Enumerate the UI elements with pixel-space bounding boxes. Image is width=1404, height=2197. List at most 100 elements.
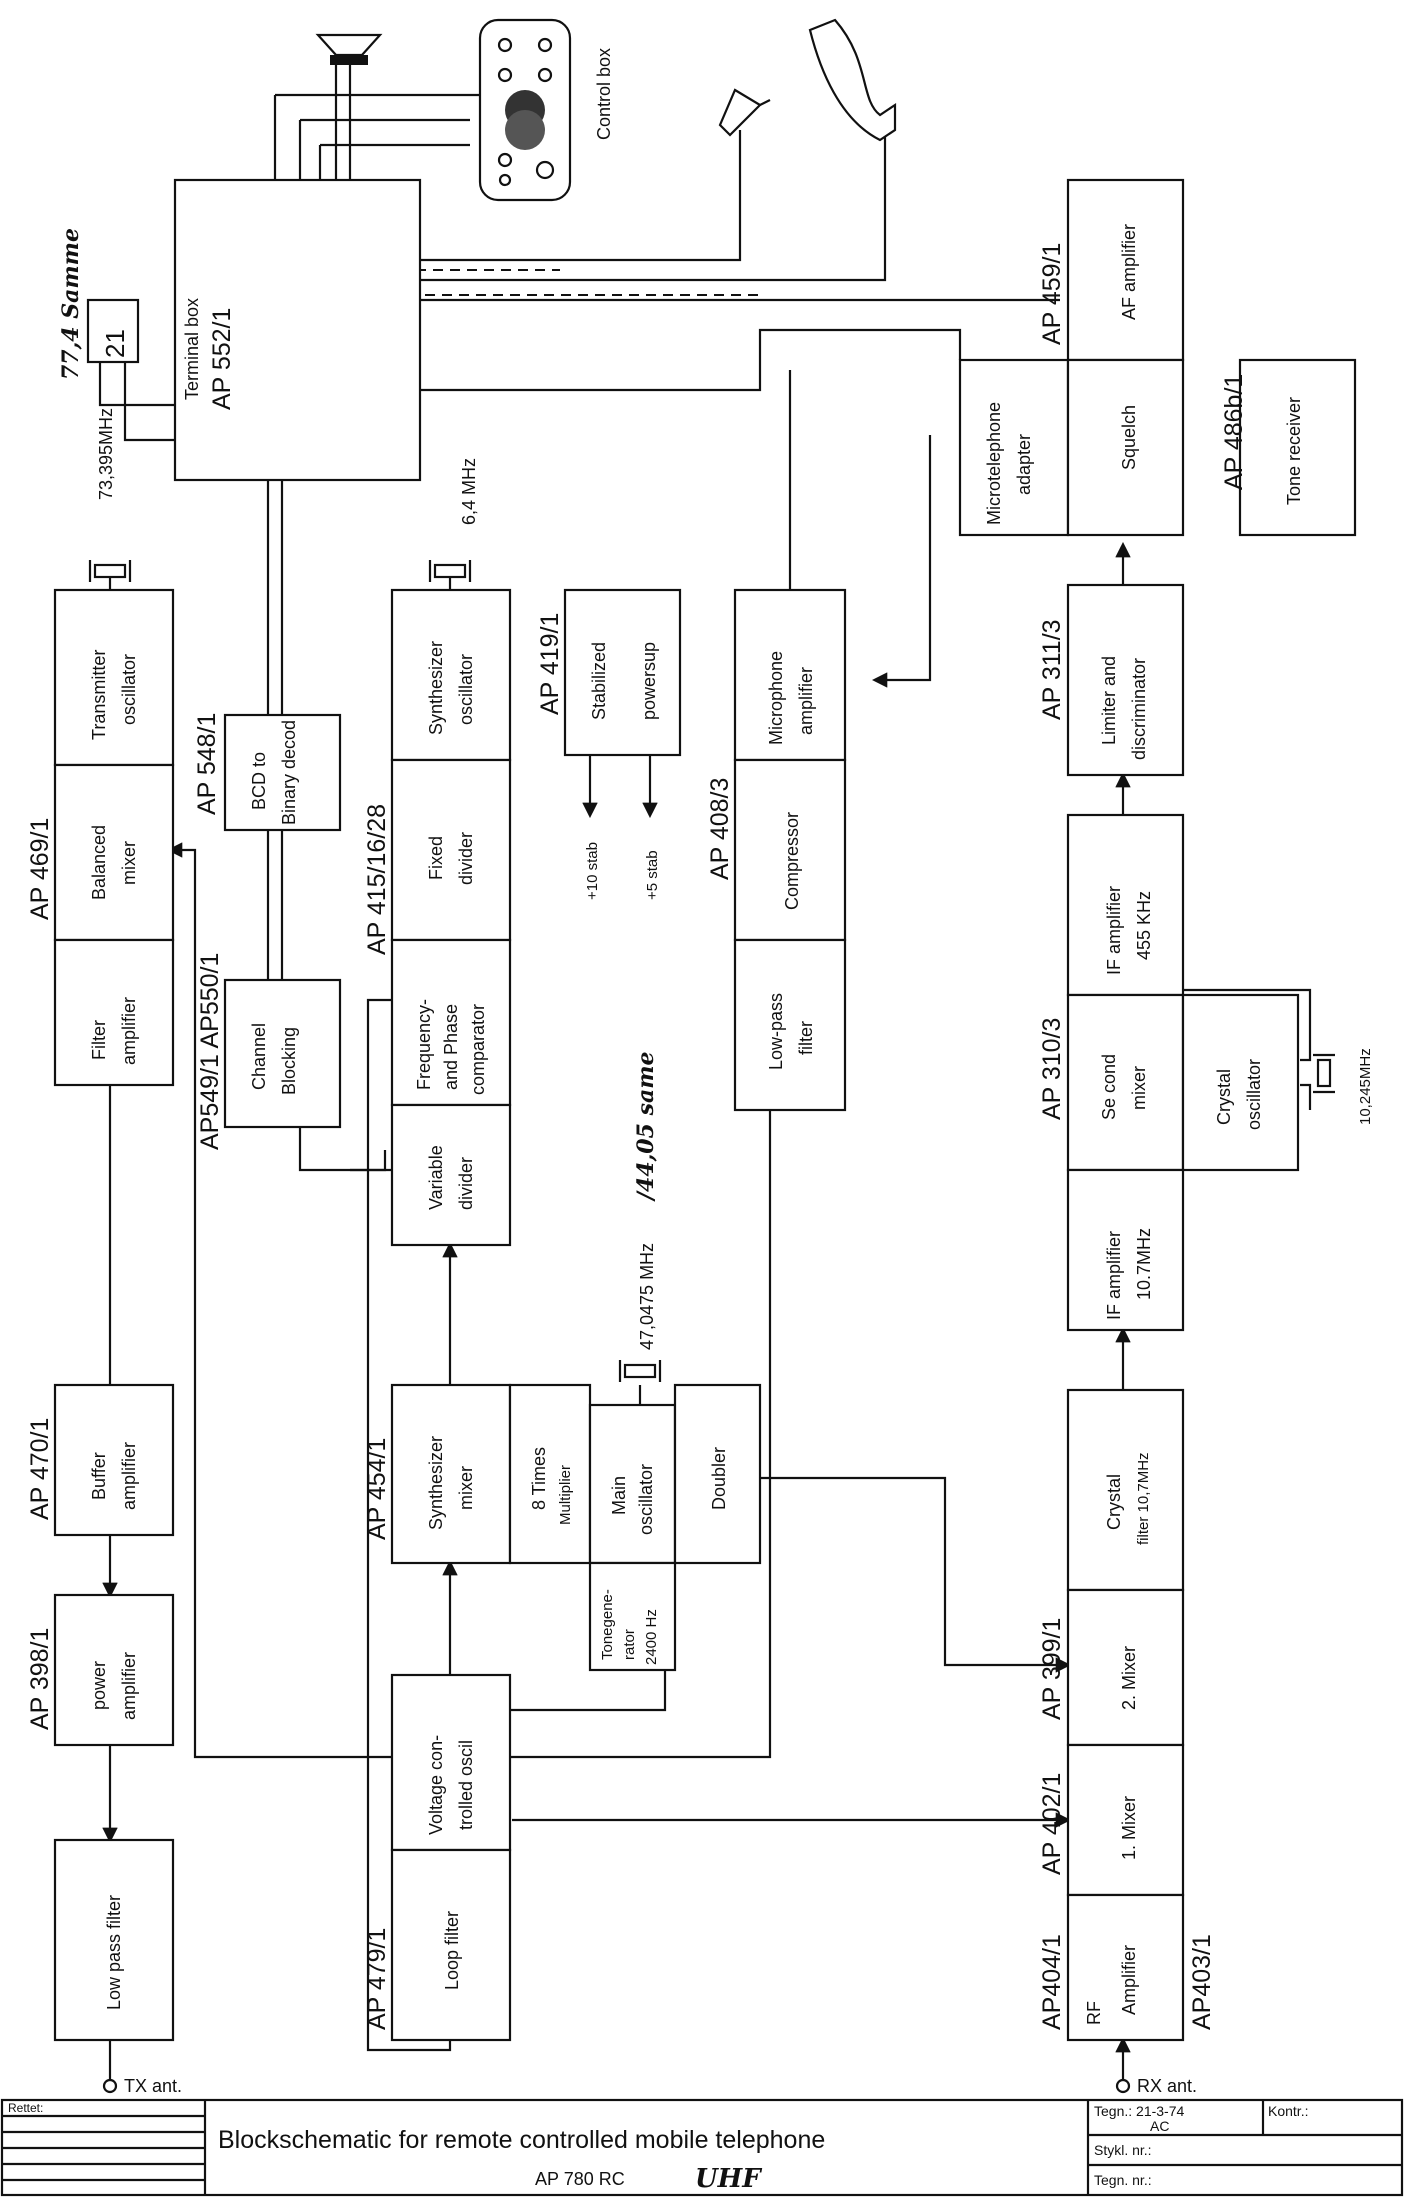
squelch-label: Squelch (1119, 405, 1139, 470)
channel-display-value: 21 (100, 329, 130, 358)
ap399-label: AP 399/1 (1038, 1618, 1066, 1720)
model-handwritten: UHF (695, 2164, 762, 2194)
doubler (673, 1383, 762, 1565)
rettet-label: Rettet: (8, 2101, 43, 2115)
bcd-binary-decoder (223, 713, 342, 832)
ap486-label: AP 486b/1 (1220, 374, 1248, 490)
rx-lowpass-label-2: filter (796, 1021, 816, 1055)
power-amplifier (53, 1593, 175, 1747)
voltage-controlled-oscillator (390, 1673, 512, 1852)
rx-lowpass-label-1: Low-pass (766, 993, 786, 1070)
tone-gen-label-3: 2400 Hz (643, 1609, 660, 1665)
second-mixer (1066, 993, 1185, 1172)
ap548-label: AP 548/1 (193, 713, 221, 815)
channel-blocking (223, 978, 342, 1129)
schematic-title: Blockschematic for remote controlled mob… (218, 2126, 825, 2154)
main-oscillator-label-2: oscillator (636, 1464, 656, 1535)
synthesizer-mixer-label-1: Synthesizer (426, 1436, 446, 1530)
tone-receiver (1238, 358, 1357, 537)
microtelephone-adapter (958, 358, 1070, 537)
rx-antenna-label: RX ant. (1137, 2076, 1197, 2096)
ap415-label: AP 415/16/28 (363, 804, 391, 955)
microtel-label-2: adapter (1014, 434, 1034, 495)
compressor (733, 758, 847, 942)
stykl-label: Stykl. nr.: (1094, 2142, 1152, 2158)
tx-lowpass-filter-label: Low pass filter (104, 1895, 124, 2010)
stab10-label: +10 stab (584, 842, 601, 900)
tegn-nr-label: Tegn. nr.: (1094, 2172, 1152, 2188)
crystal-osc-freq: 10,245MHz (1357, 1048, 1374, 1125)
rx-crystal-icon (1313, 1053, 1335, 1094)
synthesizer-oscillator (390, 588, 512, 762)
balanced-mixer-label-1: Balanced (89, 825, 109, 900)
loop-filter (390, 1848, 512, 2042)
limiter-label-2: discriminator (1129, 658, 1149, 760)
ap310-label: AP 310/3 (1038, 1018, 1066, 1120)
af-amplifier-label: AF amplifier (1119, 224, 1139, 320)
bcd-label-1: BCD to (249, 752, 269, 810)
fixed-divider-label-2: divider (456, 832, 476, 885)
microphone-icon (718, 88, 771, 137)
ap470-label: AP 470/1 (26, 1418, 54, 1520)
microphone-amplifier (733, 588, 847, 762)
ap459-label: AP 459/1 (1038, 243, 1066, 345)
stabilized-power-supply (563, 588, 682, 757)
ap403-label: AP403/1 (1188, 1934, 1216, 2030)
terminal-box-label: Terminal box (182, 298, 202, 400)
if455-label-1: IF amplifier (1104, 886, 1124, 975)
second-mixer-label-1: Se cond (1099, 1054, 1119, 1120)
channel-display (86, 298, 140, 364)
mixer-2-label: 2. Mixer (1119, 1646, 1139, 1710)
doubler-label: Doubler (709, 1447, 729, 1510)
buffer-amplifier-label-1: Buffer (89, 1452, 109, 1500)
if107-label-1: IF amplifier (1104, 1231, 1124, 1320)
buffer-amplifier (53, 1383, 175, 1537)
vco-label-2: trolled oscil (456, 1740, 476, 1830)
second-mixer-label-2: mixer (1129, 1066, 1149, 1110)
transmitter-oscillator (53, 588, 175, 767)
microtel-label-1: Microtelephone (984, 402, 1004, 525)
ap419-label: AP 419/1 (536, 613, 564, 715)
vco-label-1: Voltage con- (426, 1735, 446, 1835)
tx-crystal-icon (88, 560, 132, 582)
power-amplifier-label-1: power (89, 1661, 109, 1710)
synth-osc-freq: 6,4 MHz (459, 458, 479, 525)
filter-amplifier (53, 938, 175, 1087)
handset-icon (808, 18, 897, 142)
kontr-label: Kontr.: (1268, 2103, 1308, 2119)
stab5-label: +5 stab (644, 850, 661, 900)
ap402-label: AP 402/1 (1038, 1773, 1066, 1875)
synthesizer-mixer (390, 1383, 512, 1565)
power-supply-label-1: Stabilized (589, 642, 609, 720)
tx-antenna-label: TX ant. (124, 2076, 182, 2096)
tone-gen-label-1: Tonegene- (599, 1589, 616, 1660)
if107-label-2: 10.7MHz (1134, 1228, 1154, 1300)
limiter-label-1: Limiter and (1099, 656, 1119, 745)
tx-lowpass-filter (53, 1838, 175, 2042)
rx-antenna-icon (1115, 2078, 1131, 2094)
synthesizer-oscillator-label-2: oscillator (456, 654, 476, 725)
multiplier-label-2: Multiplier (557, 1465, 574, 1525)
mixer-2 (1066, 1588, 1185, 1747)
freq-phase-label-3: comparator (468, 1004, 488, 1095)
ap311-label: AP 311/3 (1038, 619, 1066, 720)
main-osc-freq: 47,0475 MHz (637, 1243, 657, 1350)
tone-generator (588, 1561, 677, 1672)
fixed-divider-label-1: Fixed (426, 836, 446, 880)
ap479-label: AP 479/1 (363, 1928, 391, 2030)
power-supply-label-2: powersup (639, 642, 659, 720)
rx-lowpass-filter (733, 938, 847, 1112)
compressor-label: Compressor (782, 812, 802, 910)
microphone-amplifier-label-2: amplifier (796, 667, 816, 735)
tx-antenna-icon (102, 2078, 118, 2094)
ap398-label: AP 398/1 (26, 1628, 54, 1730)
crystal-oscillator (1181, 993, 1300, 1172)
control-box-label: Control box (594, 48, 614, 140)
synth-crystal-icon (428, 560, 472, 582)
mixer-1-label: 1. Mixer (1119, 1796, 1139, 1860)
terminal-box (173, 178, 422, 482)
crystal-filter (1066, 1388, 1185, 1592)
freq-phase-label-2: and Phase (441, 1004, 461, 1090)
main-oscillator (588, 1403, 677, 1565)
main-crystal-icon (618, 1360, 662, 1382)
